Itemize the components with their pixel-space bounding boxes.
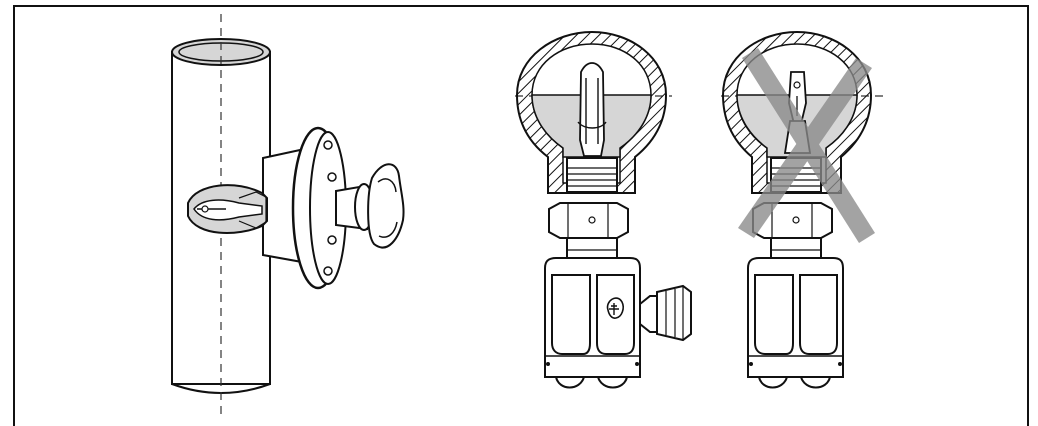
tuning-fork-icon xyxy=(187,184,268,234)
tuning-fork-icon xyxy=(577,62,607,157)
figure-border xyxy=(13,5,1029,426)
earth-terminal-icon xyxy=(606,297,624,319)
correct-orientation-panel xyxy=(515,30,692,389)
x-mark-icon xyxy=(738,48,875,243)
flange-icon xyxy=(262,126,405,290)
incorrect-orientation-panel xyxy=(721,30,887,389)
pipe-mounting-panel xyxy=(171,14,405,414)
cable-gland-icon xyxy=(639,284,692,342)
